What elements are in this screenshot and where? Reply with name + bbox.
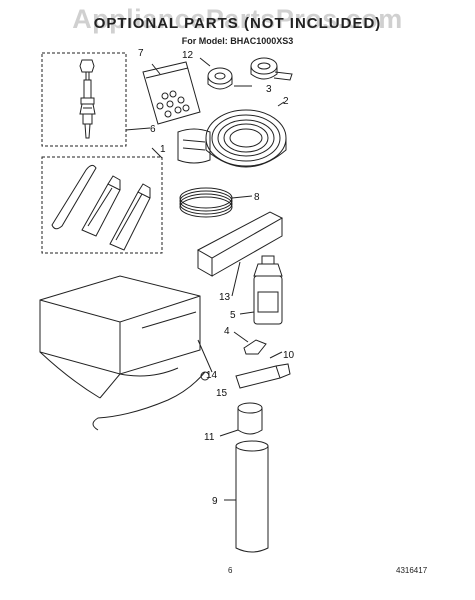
callout-4: 4 bbox=[224, 326, 230, 337]
callout-2: 2 bbox=[283, 96, 289, 107]
kit-box-1 bbox=[41, 156, 163, 254]
sleeve-part bbox=[219, 402, 263, 437]
hardware-bag-part bbox=[142, 61, 201, 125]
aerosol-can-part bbox=[224, 440, 269, 553]
insulation-coil-part bbox=[177, 101, 287, 168]
sealant-tubes-part bbox=[51, 164, 151, 251]
tubing-coil-part bbox=[179, 187, 253, 218]
callout-6: 6 bbox=[150, 124, 156, 135]
grommet-part bbox=[233, 331, 267, 355]
kit-box-6 bbox=[41, 52, 127, 147]
document-number: 4316417 bbox=[396, 566, 428, 575]
callout-8: 8 bbox=[254, 192, 260, 203]
tape-rolls-part bbox=[199, 57, 293, 90]
page-title: OPTIONAL PARTS (NOT INCLUDED) bbox=[93, 15, 382, 32]
watermark: AppliancePartsPros.com bbox=[72, 4, 403, 34]
callout-15: 15 bbox=[216, 388, 228, 399]
unit-cover-part bbox=[39, 275, 213, 431]
callout-12: 12 bbox=[182, 50, 194, 61]
callout-7: 7 bbox=[138, 48, 144, 59]
foam-block-part bbox=[196, 211, 284, 297]
callout-10: 10 bbox=[283, 350, 295, 361]
callout-13: 13 bbox=[219, 292, 231, 303]
page-number: 6 bbox=[228, 566, 233, 575]
callout-1: 1 bbox=[160, 144, 166, 155]
valve-part bbox=[79, 59, 96, 139]
callout-5: 5 bbox=[230, 310, 236, 321]
callout-11: 11 bbox=[204, 432, 215, 443]
model-line: For Model: BHAC1000XS3 bbox=[181, 36, 294, 46]
callout-3: 3 bbox=[266, 84, 272, 95]
callout-9: 9 bbox=[212, 496, 218, 507]
callout-14: 14 bbox=[206, 370, 218, 381]
lubricant-tube-part bbox=[235, 351, 291, 389]
cleaner-bottle-part bbox=[239, 255, 283, 325]
